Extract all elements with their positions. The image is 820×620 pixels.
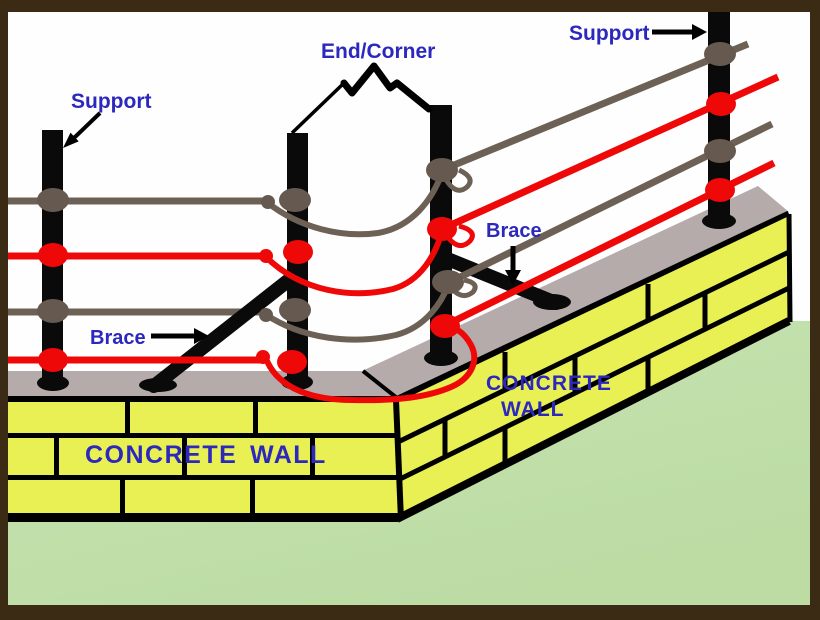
cap-corner-seam <box>361 369 399 400</box>
front-brace <box>147 269 301 393</box>
red-insulator <box>283 240 313 264</box>
red-insulator <box>38 243 68 267</box>
end-corner-pointer-left <box>290 81 346 135</box>
red-insulator <box>427 217 457 241</box>
support-right-label: Support <box>569 22 649 45</box>
brick-joint <box>120 479 125 514</box>
gray-insulator <box>704 139 736 163</box>
mortar-line <box>8 433 398 438</box>
front-wall-bricks <box>8 402 398 516</box>
gray-insulator <box>426 158 458 182</box>
insulators <box>37 42 736 374</box>
right-wall: CONCRETE WALL <box>393 213 793 523</box>
front-wall-label-word1: CONCRETE <box>85 441 237 469</box>
brace-front-arrowhead <box>194 328 209 344</box>
brace-right-label: Brace <box>486 220 542 242</box>
brick-joint <box>182 437 187 476</box>
red-insulator <box>430 314 460 338</box>
red-insulator <box>706 92 736 116</box>
red-insulator <box>38 348 68 372</box>
support-left-arrowhead <box>63 132 79 148</box>
right-wall-base-line <box>395 317 791 523</box>
brick-joint <box>310 437 315 476</box>
right-wall-bricks <box>398 216 789 518</box>
wire-knob <box>259 249 273 263</box>
front-wall: CONCRETE WALL <box>8 401 398 522</box>
end-corner-label: End/Corner <box>321 40 435 63</box>
front-wall-cap <box>8 371 398 398</box>
mortar-line <box>396 249 791 445</box>
brick-joint <box>125 401 130 435</box>
right-brace <box>443 253 563 310</box>
brick-joint <box>253 401 258 435</box>
red-wire-1-tie-loop <box>440 223 475 249</box>
red-insulator <box>277 350 307 374</box>
end-corner-pointer-right <box>340 62 433 113</box>
labels: Support End/Corner Support Brace Brace <box>71 22 649 349</box>
support-right-arrowhead <box>692 24 707 40</box>
front-wall-label-word2: WALL <box>250 441 327 469</box>
right-wall-end-edge <box>786 213 793 323</box>
red-wire-1-sag <box>263 230 445 297</box>
front-wall-base-line <box>8 513 398 522</box>
brick-joint <box>54 437 59 476</box>
gray-insulator <box>279 188 311 212</box>
brace-front-label: Brace <box>90 327 146 349</box>
gray-wire-1-sag <box>266 171 445 238</box>
gray-insulator <box>37 299 69 323</box>
brace-right-arrowhead <box>505 270 521 285</box>
wall-corner-edge <box>393 399 404 521</box>
callouts <box>63 24 707 344</box>
mortar-line <box>396 285 791 483</box>
gray-insulator <box>704 42 736 66</box>
right-wall-label-line1: CONCRETE <box>486 372 612 395</box>
gray-wire-2-sag <box>263 283 451 343</box>
gray-wire-1-right <box>440 40 750 174</box>
right-wall-label-line2: WALL <box>501 398 564 421</box>
gray-insulator <box>279 298 311 322</box>
gray-insulator <box>432 270 464 294</box>
brick-joint <box>250 479 255 514</box>
right-cap-edge <box>394 210 791 404</box>
support-left-label: Support <box>71 90 151 113</box>
gray-insulator <box>37 188 69 212</box>
front-cap-edge <box>8 396 398 402</box>
gray-wire-1-tie-loop <box>439 167 473 193</box>
wire-knob <box>256 350 270 364</box>
support-left-arrow <box>72 111 102 140</box>
wire-knob <box>259 308 273 322</box>
red-insulator <box>705 178 735 202</box>
red-wire-2-corner-loop <box>264 323 478 404</box>
mortar-line <box>8 475 398 480</box>
wire-knob <box>261 195 275 209</box>
ground <box>8 321 810 605</box>
